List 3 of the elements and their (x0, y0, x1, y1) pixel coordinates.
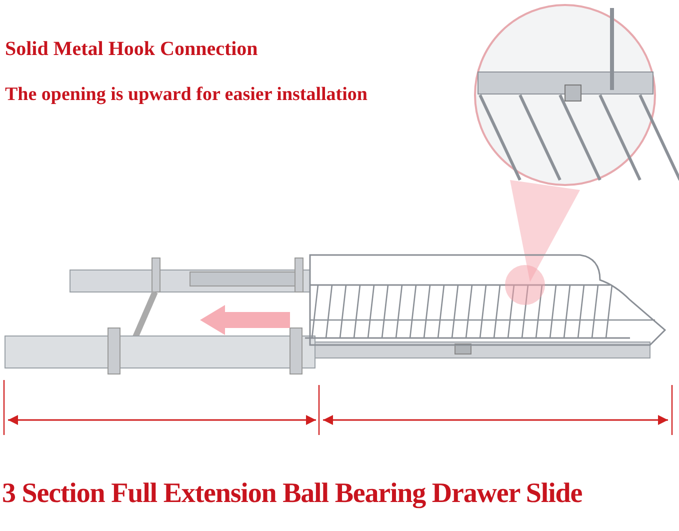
feature-heading: The opening is upward for easier installation (5, 84, 368, 106)
feature-heading: Solid Metal Hook Connection (5, 38, 258, 61)
caption: 3 Section Full Extension Ball Bearing Drawer Slide (2, 478, 582, 510)
